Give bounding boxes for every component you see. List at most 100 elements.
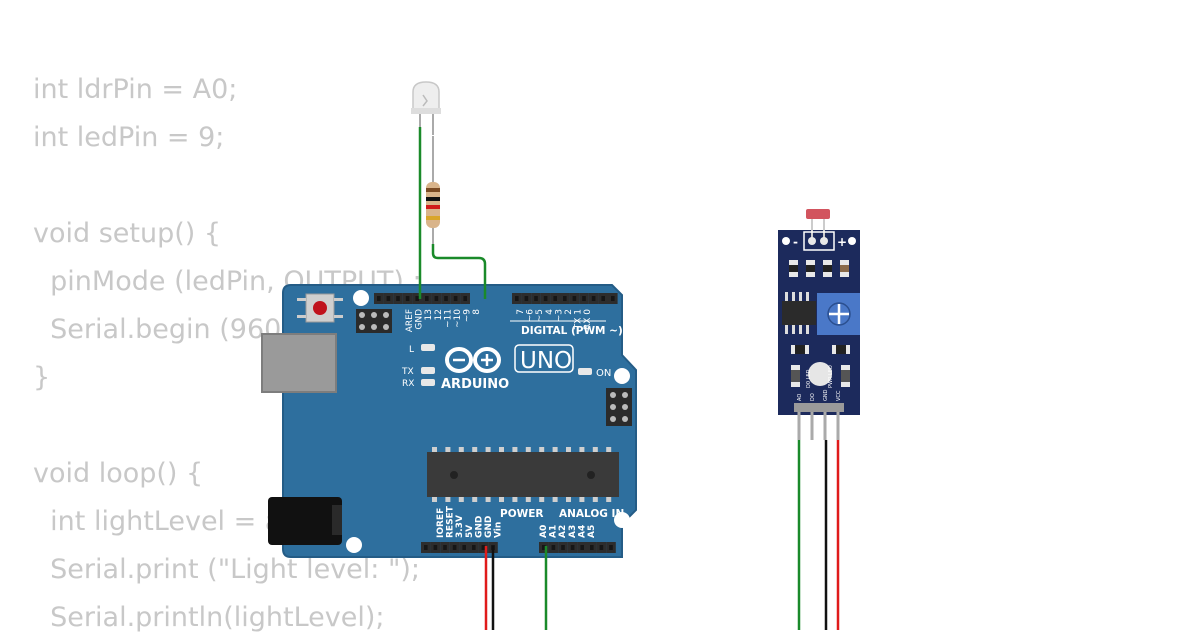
module-pin[interactable] (797, 412, 801, 440)
header-hole (524, 296, 529, 301)
uno-label-box (514, 344, 574, 373)
header-hole (443, 545, 447, 550)
code-line: void loop() { (33, 458, 204, 489)
pin-label: ~10 (453, 309, 463, 328)
header-hole (590, 545, 594, 550)
arduino-logo-icon (445, 347, 501, 373)
wire-resistor-to-pin9[interactable] (431, 244, 487, 299)
module-pin-label: VCC (836, 390, 842, 401)
pin-label: 3.3V (455, 515, 465, 538)
chip-leg (539, 447, 545, 452)
chip-leg (566, 447, 571, 452)
header-hole (543, 296, 548, 301)
pin-label: IOREF (436, 508, 446, 538)
ldr-sensor-module[interactable]: - + D0 LED PWR LED (778, 209, 860, 440)
led-l-label: L (409, 345, 414, 355)
pin-label: A4 (577, 525, 587, 538)
pin-label: A3 (568, 525, 578, 538)
code-line: } (33, 362, 51, 393)
icsp-header-right (606, 388, 632, 426)
pwr-led-label: PWR LED (828, 365, 834, 388)
header-hole (561, 545, 565, 550)
d0-led-label: D0 LED (806, 369, 812, 388)
header-hole (591, 296, 596, 301)
chip-leg (432, 447, 437, 452)
led-on-label: ON (596, 368, 611, 379)
code-line: Serial.print ("Light level: "); (33, 554, 421, 585)
chip-leg (552, 497, 558, 502)
chip-leg (566, 497, 571, 502)
pin-label: ~3 (554, 309, 564, 322)
module-pin[interactable] (836, 412, 840, 440)
header-hole (453, 296, 458, 301)
pin-label: 2 (564, 309, 574, 315)
digital-header-label: DIGITAL (PWM ~) (521, 325, 623, 337)
module-pin[interactable] (810, 412, 814, 440)
digital-pin-header[interactable] (374, 293, 618, 304)
chip-leg (539, 497, 545, 502)
potentiometer[interactable] (817, 293, 860, 335)
pin-label: A1 (549, 525, 559, 538)
code-line: void setup() { (33, 218, 222, 249)
chip-leg (472, 447, 478, 452)
comparator-ic (782, 292, 816, 334)
pin-label: 8 (472, 309, 482, 315)
header-hole (434, 296, 439, 301)
chip-leg (525, 447, 531, 452)
header-hole (611, 296, 615, 301)
header-hole (463, 296, 467, 301)
pin-label: 12 (434, 309, 444, 320)
led-on (578, 368, 592, 375)
board-model: UNO (520, 348, 572, 374)
module-pin[interactable] (823, 412, 827, 440)
header-hole (572, 296, 577, 301)
header-hole (424, 545, 428, 550)
chip-leg (552, 447, 558, 452)
mounting-hole (614, 368, 630, 384)
pin-label: GND (484, 516, 494, 538)
header-hole (405, 296, 410, 301)
led-rx (421, 379, 435, 386)
header-hole (415, 296, 419, 301)
pin-label: 13 (424, 309, 434, 320)
polarity-plus: + (837, 235, 847, 249)
pin-label: GND (415, 309, 425, 330)
pin-label: 5V (465, 525, 475, 538)
usb-connector (261, 333, 337, 393)
power-header-label: POWER (500, 508, 543, 520)
pin-label: RESET (446, 505, 456, 538)
code-line: Serial.begin (9600); (33, 314, 319, 345)
header-hole (377, 296, 381, 301)
pin-label: A0 (539, 525, 549, 538)
led-l (421, 344, 435, 351)
pin-label: A2 (558, 525, 568, 538)
wires (418, 127, 840, 630)
header-hole (609, 545, 613, 550)
led-tx (421, 367, 435, 374)
pin-label: 4 (545, 309, 555, 315)
reset-button[interactable] (297, 293, 343, 323)
resistor[interactable] (426, 136, 440, 244)
chip-leg (485, 447, 491, 452)
power-jack (268, 497, 342, 545)
pin-label: ~9 (463, 309, 473, 323)
header-hole (582, 296, 586, 301)
analog-pin-header[interactable] (539, 542, 616, 553)
header-hole (452, 545, 457, 550)
chip-leg (592, 497, 598, 502)
pin-label: TX 1 (574, 309, 584, 330)
header-hole (444, 296, 448, 301)
pin-label: GND (474, 516, 484, 538)
white-led[interactable] (411, 81, 441, 135)
chip-leg (525, 497, 531, 502)
led-rx-label: RX (402, 379, 414, 389)
chip-leg (579, 497, 585, 502)
chip-leg (606, 497, 612, 502)
header-hole (599, 545, 604, 550)
pin-label: Vin (494, 522, 504, 538)
chip-leg (458, 447, 464, 452)
